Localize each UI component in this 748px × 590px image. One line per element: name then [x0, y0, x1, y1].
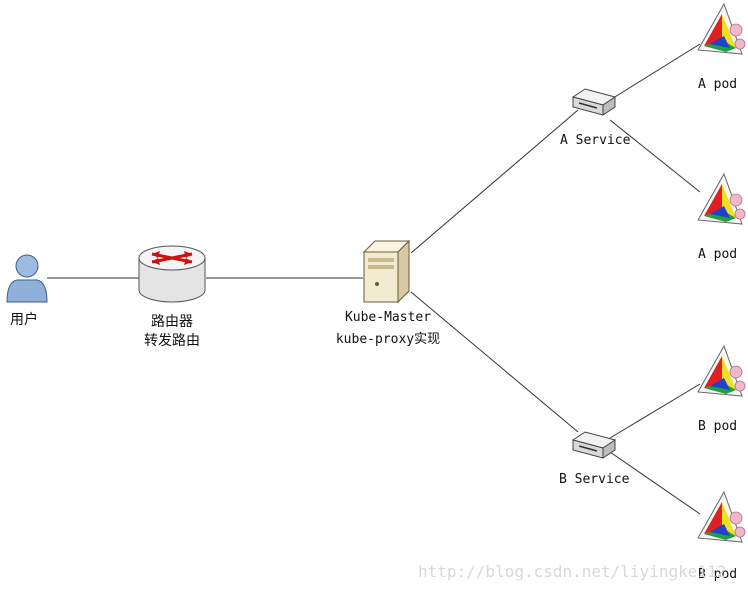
router-label-line2: 转发路由 [144, 333, 200, 349]
pod-a1-icon [697, 2, 746, 55]
user-label: 用户 [10, 312, 38, 328]
router-label-line1: 路由器 [151, 314, 193, 330]
edge-service-b-pod4 [609, 451, 701, 515]
master-label-line2: kube-proxy实现 [335, 332, 441, 347]
pod-b2-icon [697, 490, 746, 543]
server-icon [362, 239, 411, 304]
pod-b1-label: B pod [698, 419, 738, 434]
edge-master-service-b [410, 291, 579, 433]
edge-service-a-pod2 [609, 119, 701, 193]
pod-b1-icon [697, 344, 746, 397]
service-b-switch-icon [571, 431, 617, 459]
user-icon [6, 254, 48, 303]
edge-service-a-pod1 [609, 43, 701, 101]
pod-a2-icon [697, 172, 746, 225]
edge-master-service-a [410, 109, 579, 254]
edge-service-b-pod3 [609, 383, 701, 439]
pod-a2-label: A pod [698, 247, 738, 262]
service-b-label: B Service [559, 472, 630, 487]
router-icon [138, 245, 206, 303]
connections [47, 43, 701, 515]
service-a-label: A Service [560, 133, 631, 148]
pod-b2-label: B pod [698, 567, 738, 582]
pod-a1-label: A pod [698, 77, 738, 92]
master-label-line1: Kube-Master [344, 310, 432, 325]
watermark: http://blog.csdn.net/liyingke112 [418, 562, 727, 581]
service-a-switch-icon [571, 88, 617, 116]
